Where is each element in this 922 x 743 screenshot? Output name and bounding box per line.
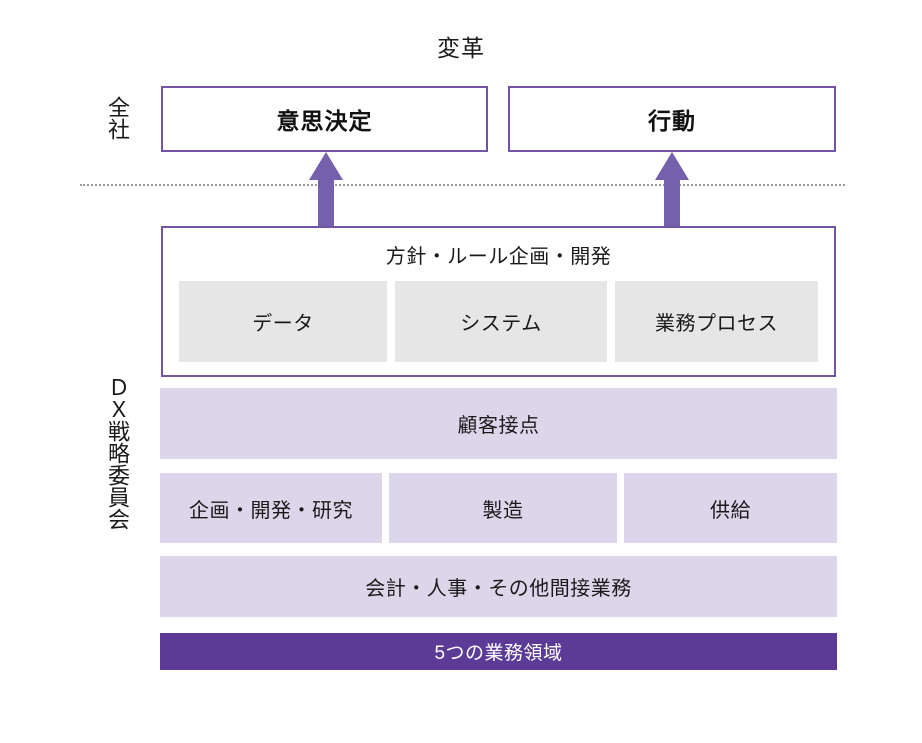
band-operations-row: 企画・開発・研究 製造 供給 xyxy=(160,473,837,543)
band-customer-contact-label: 顧客接点 xyxy=(457,415,540,437)
dx-cell-data-label: データ xyxy=(252,313,314,335)
arrow-shaft-shape xyxy=(318,178,334,228)
dx-cell-system[interactable]: システム xyxy=(395,281,607,362)
side-label-dx-committee: ＤＸ戦略委員会 xyxy=(105,375,130,530)
top-box-decision[interactable]: 意思決定 xyxy=(161,86,488,152)
side-label-company: 全社 xyxy=(105,96,130,140)
top-box-action[interactable]: 行動 xyxy=(508,86,836,152)
dx-container-title: 方針・ルール企画・開発 xyxy=(385,246,612,268)
dx-cell-system-label: システム xyxy=(460,313,542,335)
band-indirect-operations-label: 会計・人事・その他間接業務 xyxy=(365,578,632,600)
band-customer-contact[interactable]: 顧客接点 xyxy=(160,388,837,459)
band-cell-manufacturing[interactable]: 製造 xyxy=(389,473,617,543)
up-arrow-icon-decision xyxy=(305,152,345,228)
dx-cell-row: データ システム 業務プロセス xyxy=(179,281,818,362)
arrow-head-shape xyxy=(655,152,689,180)
dx-policy-container: 方針・ルール企画・開発 データ システム 業務プロセス xyxy=(161,226,836,377)
band-cell-manufacturing-label: 製造 xyxy=(482,499,524,522)
dx-cell-process-label: 業務プロセス xyxy=(655,313,778,335)
band-cell-supply[interactable]: 供給 xyxy=(624,473,837,543)
page-title: 変革 xyxy=(437,35,485,61)
band-footer-five-domains[interactable]: 5つの業務領域 xyxy=(160,633,837,670)
band-cell-supply-label: 供給 xyxy=(710,499,751,522)
band-footer-five-domains-label: 5つの業務領域 xyxy=(434,643,563,664)
band-cell-planning[interactable]: 企画・開発・研究 xyxy=(160,473,382,543)
arrow-shaft-shape xyxy=(664,178,680,228)
arrow-head-shape xyxy=(309,152,343,180)
dotted-divider xyxy=(80,184,845,186)
dx-cell-process[interactable]: 業務プロセス xyxy=(615,281,818,362)
top-box-decision-label: 意思決定 xyxy=(276,108,373,134)
band-indirect-operations[interactable]: 会計・人事・その他間接業務 xyxy=(160,556,837,617)
dx-cell-data[interactable]: データ xyxy=(179,281,387,362)
up-arrow-icon-action xyxy=(651,152,691,228)
band-cell-planning-label: 企画・開発・研究 xyxy=(189,499,353,522)
top-box-action-label: 行動 xyxy=(648,108,696,134)
